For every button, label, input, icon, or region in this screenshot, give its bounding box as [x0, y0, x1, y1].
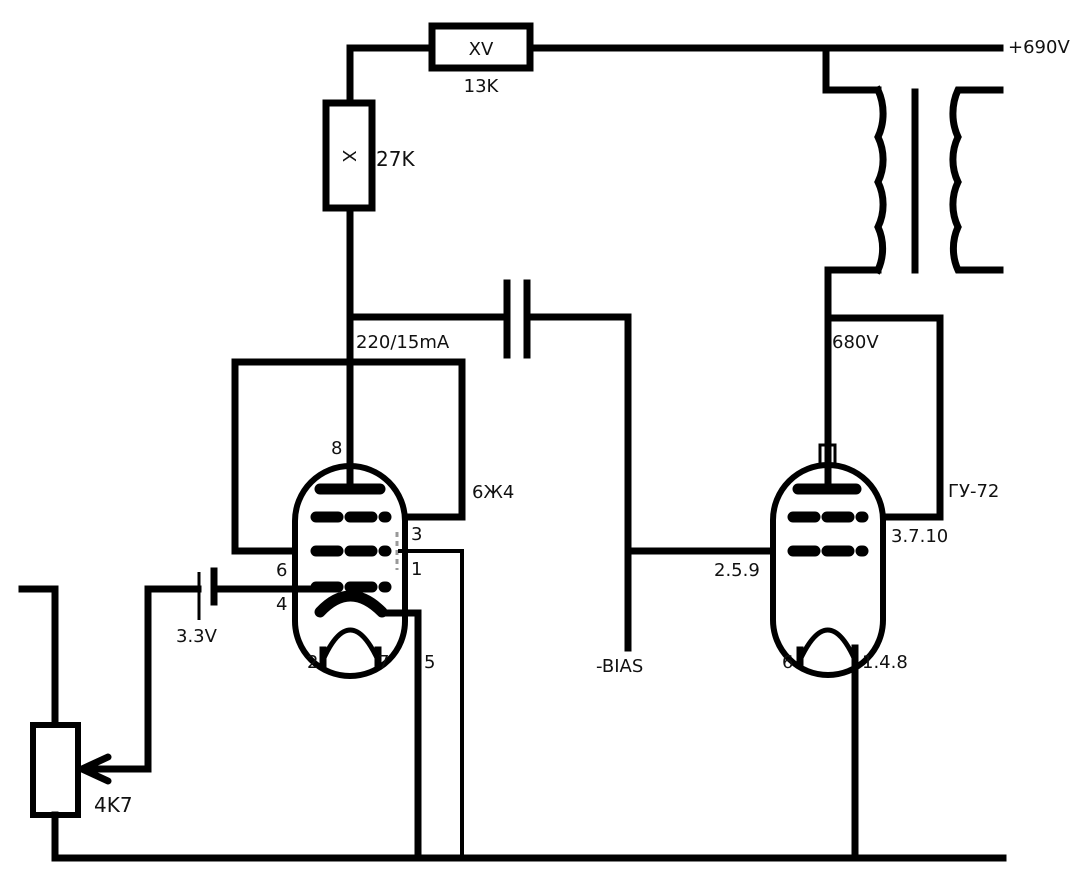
driver-pin-8: 8 — [331, 438, 342, 459]
output-pin-grid: 2.5.9 — [714, 560, 760, 581]
driver-pin-3: 3 — [411, 524, 422, 545]
ground-rail — [51, 811, 1007, 862]
resistor-27k-marker: X — [338, 150, 359, 162]
bias-label: -BIAS — [596, 656, 643, 677]
wire-top-left — [346, 44, 436, 107]
driver-pin-4: 4 — [276, 594, 287, 615]
output-pin-heater-a: 6 — [782, 652, 793, 673]
driver-tube-envelope — [292, 463, 408, 679]
wire-pot-top — [18, 585, 59, 729]
transformer-secondary — [949, 86, 1004, 274]
driver-pin-7: 7 — [378, 652, 389, 673]
supply-voltage-label: +690V — [1008, 37, 1070, 58]
driver-pin-1: 1 — [411, 559, 422, 580]
wire-driver-screen-loop — [346, 358, 466, 521]
driver-pin-2: 2 — [307, 652, 318, 673]
output-heater — [796, 627, 859, 664]
resistor-13k — [428, 22, 534, 72]
potentiometer-4k7 — [30, 722, 81, 818]
driver-pin-6: 6 — [276, 560, 287, 581]
wire-driver-pin1 — [398, 549, 464, 860]
driver-plate-note: 220/15mA — [356, 332, 450, 353]
resistor-27k-value: 27K — [376, 147, 415, 171]
wire-driver-cathode — [381, 609, 422, 862]
driver-pin-5: 5 — [424, 652, 435, 673]
potentiometer-wiper-arrow — [78, 753, 112, 785]
battery-voltage-label: 3.3V — [176, 626, 218, 647]
pot-value-label: 4K7 — [94, 793, 133, 817]
wire-coupling-right — [523, 313, 632, 652]
resistor-13k-value: 13K — [464, 76, 500, 97]
driver-cathode — [314, 590, 388, 618]
resistor-13k-marker: XV — [469, 39, 494, 60]
driver-heater — [319, 627, 382, 664]
wire-primary-top — [822, 44, 882, 94]
wire-bias-to-pot — [88, 585, 202, 773]
output-pin-screen: 3.7.10 — [891, 526, 948, 547]
resistor-27k — [322, 99, 376, 212]
driver-tube-label: 6Ж4 — [472, 482, 514, 503]
output-pin-heater-b: 1.4.8 — [862, 652, 908, 673]
output-plate-voltage: 680V — [832, 332, 879, 353]
output-tube-envelope — [770, 462, 886, 678]
output-tube-label: ГУ-72 — [948, 481, 999, 502]
wire-driver-g3-loop — [231, 358, 354, 555]
wire-primary-bottom — [824, 266, 882, 454]
transformer-primary — [873, 85, 887, 275]
wire-screen-output — [824, 314, 944, 521]
